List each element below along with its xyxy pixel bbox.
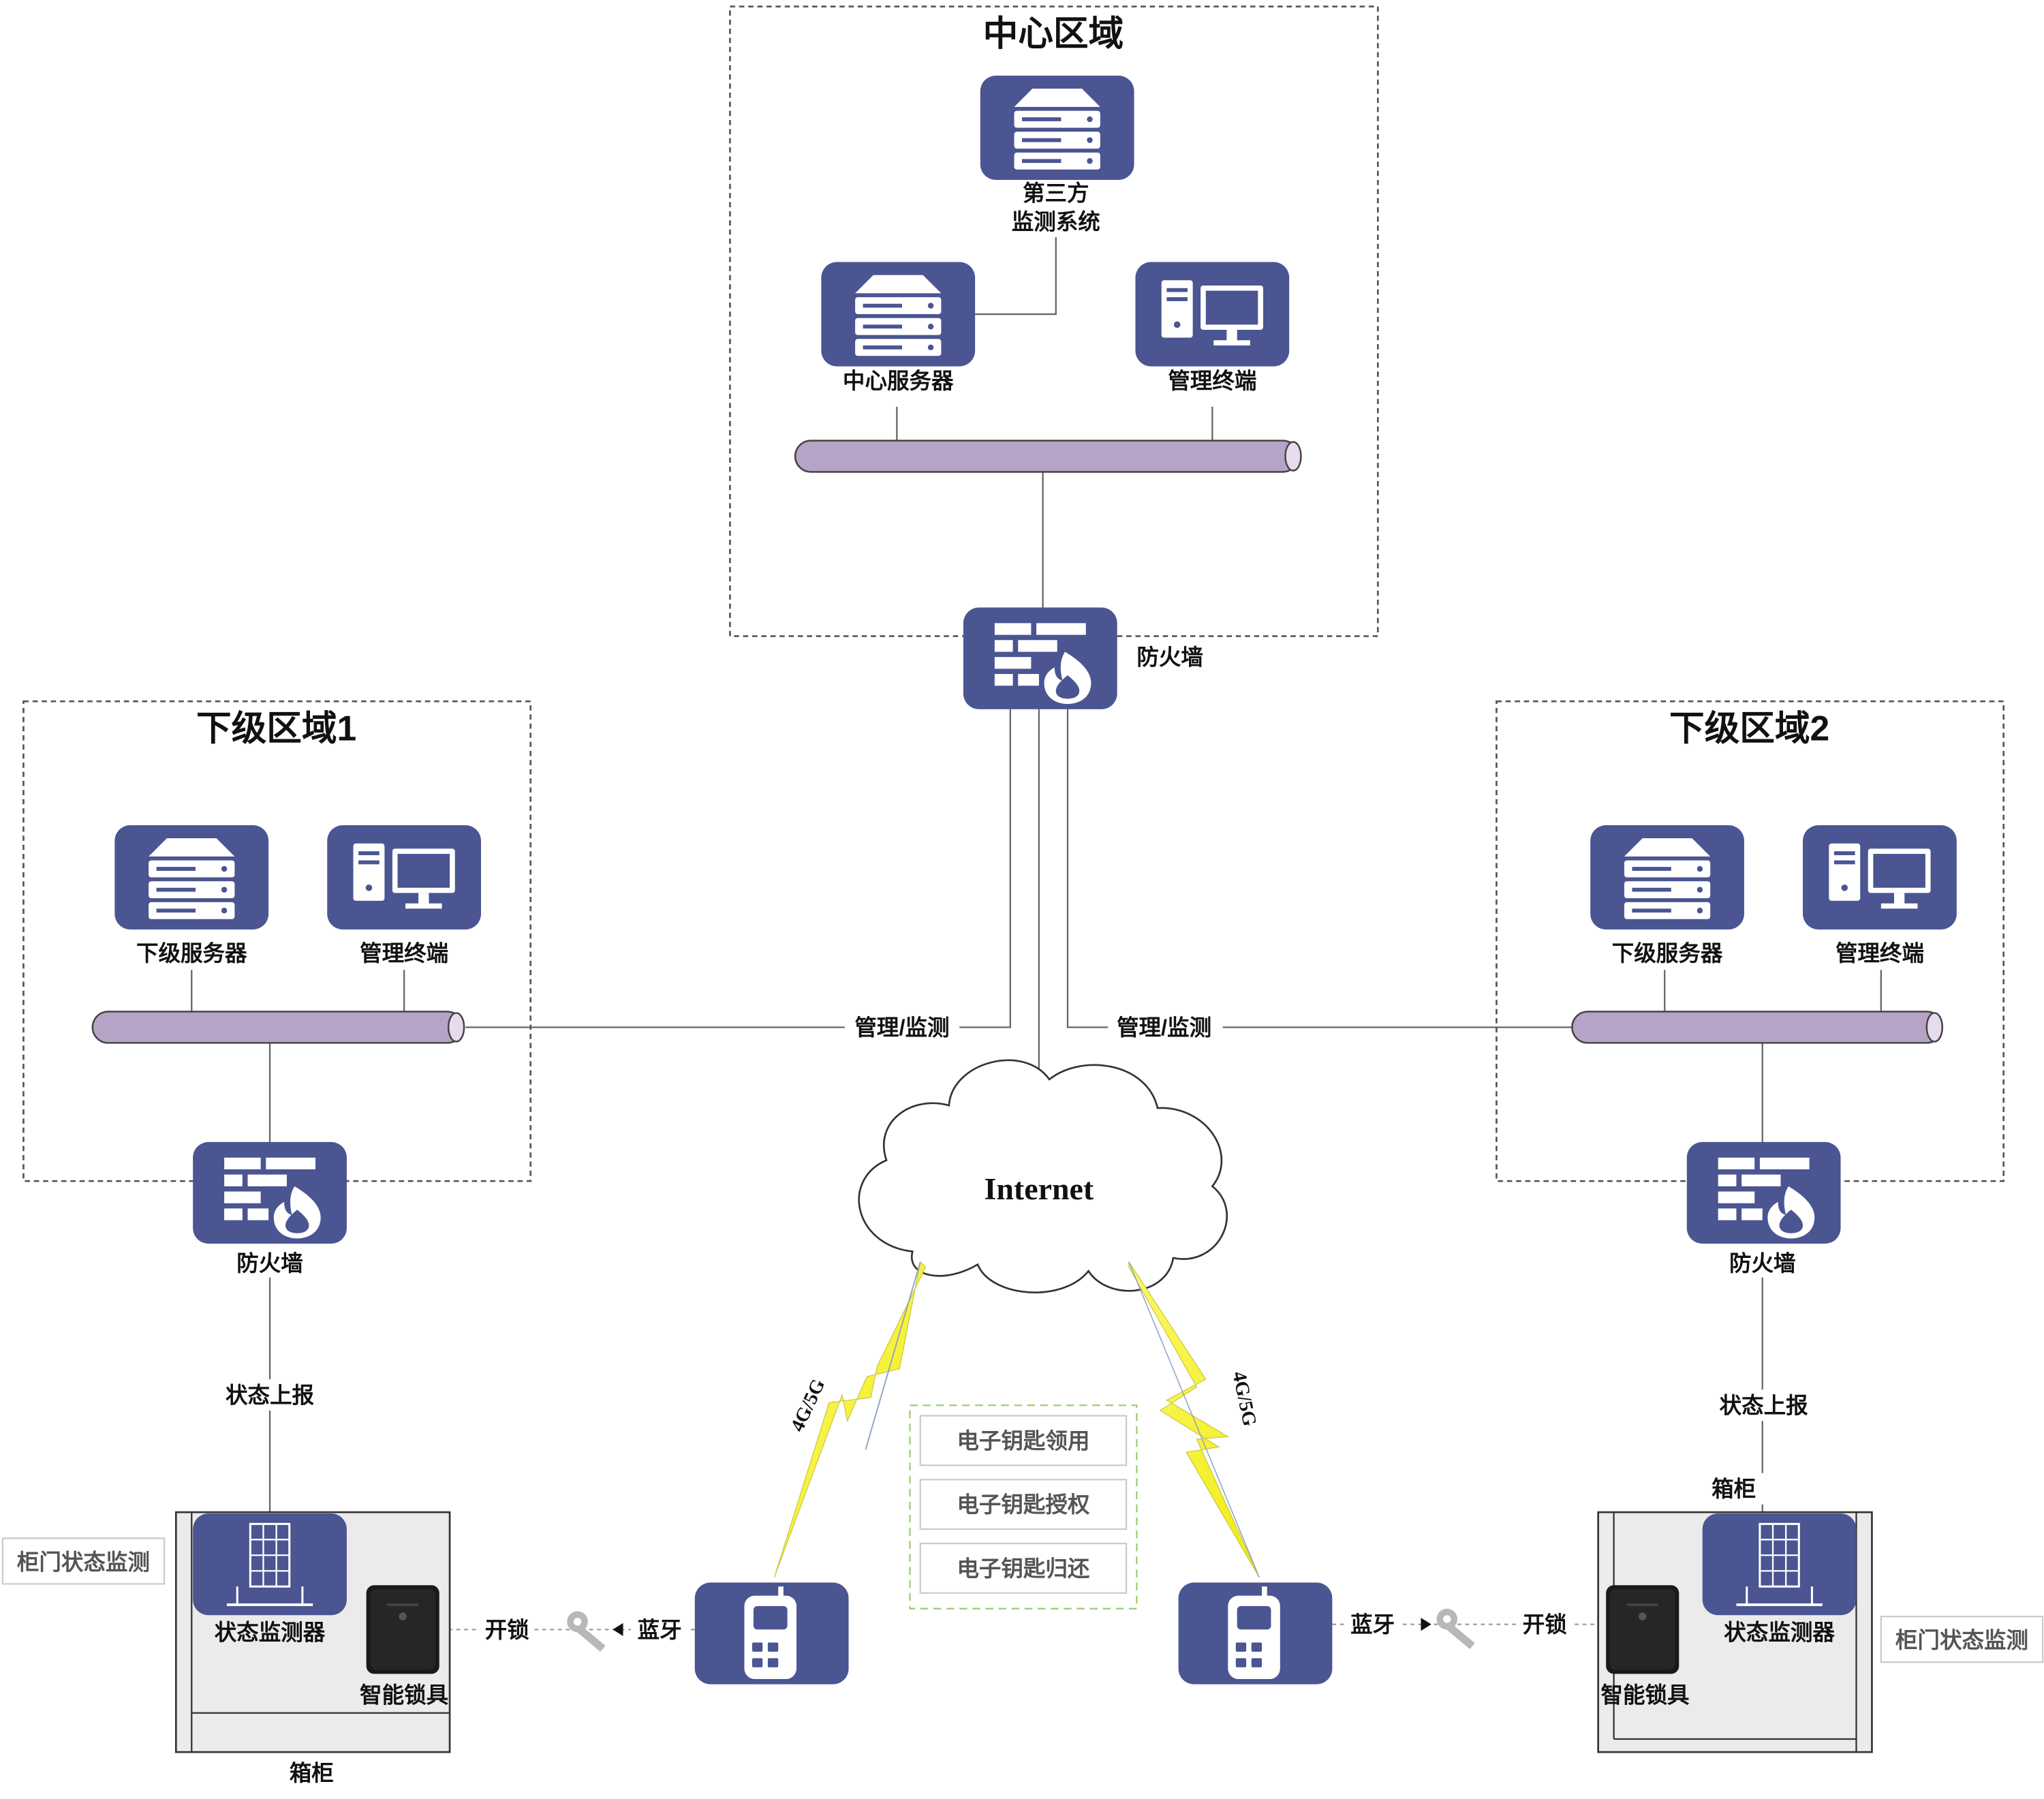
key-function-issue: 电子钥匙领用 <box>957 1428 1089 1453</box>
sub2-firewall-label: 防火墙 <box>1729 1251 1796 1276</box>
sub1-region-title: 下级区域1 <box>196 709 356 748</box>
center-region: 中心区域 第三方监测系统 <box>729 5 1379 637</box>
sub2-server-label: 下级服务器 <box>1612 941 1723 966</box>
sub2-firewall-icon <box>1686 1141 1841 1244</box>
center-firewall-icon <box>963 607 1117 709</box>
smart-lock-right-label: 智能锁具 <box>1601 1682 1690 1707</box>
center-region-title: 中心区域 <box>983 14 1124 53</box>
mobile-phone-left-icon <box>694 1582 849 1685</box>
key-functions-group: 电子钥匙领用 电子钥匙授权 电子钥匙归还 <box>909 1404 1138 1610</box>
third-party-server-label-line: 监测系统 <box>1012 210 1100 234</box>
sub1-server-icon <box>114 825 269 929</box>
cabinet-right-label: 箱柜 <box>1712 1477 1756 1501</box>
center-server-icon <box>821 262 976 367</box>
bluetooth-label-left: 蓝牙 <box>638 1618 682 1642</box>
connection-lines <box>191 237 1882 1631</box>
mgmt-monitor-label-left: 管理/监测 <box>854 1015 949 1040</box>
sub-region-1: 下级区域1 下级服务器 管理终端 <box>22 700 532 1182</box>
smart-lock-left-icon <box>366 1585 439 1674</box>
center-terminal-icon <box>1135 262 1290 367</box>
sub2-terminal-label: 管理终端 <box>1836 941 1924 966</box>
key-function-return: 电子钥匙归还 <box>957 1556 1090 1581</box>
door-monitoring-left-label: 柜门状态监测 <box>17 1550 150 1574</box>
key-left-icon <box>567 1611 606 1652</box>
sub1-server-label: 下级服务器 <box>136 941 247 966</box>
sub1-network-bus <box>91 1011 465 1044</box>
sub2-terminal-icon <box>1803 825 1957 929</box>
status-monitor-left-label: 状态监测器 <box>215 1620 326 1645</box>
cabinet-left-label: 箱柜 <box>290 1761 334 1785</box>
sub1-firewall-icon <box>193 1141 347 1244</box>
status-monitor-right-label: 状态监测器 <box>1724 1620 1835 1645</box>
sub1-firewall-label: 防火墙 <box>236 1251 303 1276</box>
unlock-label-left: 开锁 <box>485 1618 530 1642</box>
status-monitor-left-icon <box>193 1513 347 1616</box>
unlock-label-right: 开锁 <box>1523 1612 1568 1637</box>
bluetooth-label-right: 蓝牙 <box>1350 1612 1395 1637</box>
center-network-bus <box>794 440 1302 473</box>
mobile-phone-right-icon <box>1178 1582 1333 1685</box>
lightning-right-icon <box>1128 1260 1260 1578</box>
status-monitor-right-icon <box>1702 1513 1857 1616</box>
sub1-terminal-icon <box>327 825 481 929</box>
internet-cloud-icon <box>858 1059 1228 1293</box>
smart-lock-right-icon <box>1606 1585 1679 1674</box>
internet-label: Internet <box>985 1171 1094 1206</box>
center-firewall-label: 防火墙 <box>1136 645 1203 670</box>
key-right-icon <box>1436 1608 1475 1650</box>
status-report-label-right: 状态上报 <box>1720 1394 1809 1418</box>
sub1-terminal-label: 管理终端 <box>360 941 448 966</box>
key-function-authorize: 电子钥匙授权 <box>957 1492 1090 1517</box>
network-label-right: 4G/5G <box>1228 1370 1260 1428</box>
center-server-label: 中心服务器 <box>843 369 954 393</box>
sub2-server-icon <box>1590 825 1744 929</box>
sub2-network-bus <box>1571 1011 1944 1044</box>
third-party-server-icon <box>980 75 1134 181</box>
third-party-server-label-line: 第三方 <box>1023 181 1089 206</box>
smart-lock-left-label: 智能锁具 <box>360 1682 449 1707</box>
status-report-label-left: 状态上报 <box>226 1383 315 1407</box>
sub2-region-title: 下级区域2 <box>1669 709 1829 748</box>
lightning-left-icon <box>773 1261 927 1578</box>
door-monitoring-right-label: 柜门状态监测 <box>1895 1628 2028 1652</box>
center-terminal-label: 管理终端 <box>1168 369 1256 393</box>
sub-region-2: 下级区域2 下级服务器 管理终端 <box>1496 700 2005 1182</box>
third-party-server-label: 第三方监测系统 <box>1012 181 1100 234</box>
mgmt-monitor-label-right: 管理/监测 <box>1117 1015 1211 1040</box>
